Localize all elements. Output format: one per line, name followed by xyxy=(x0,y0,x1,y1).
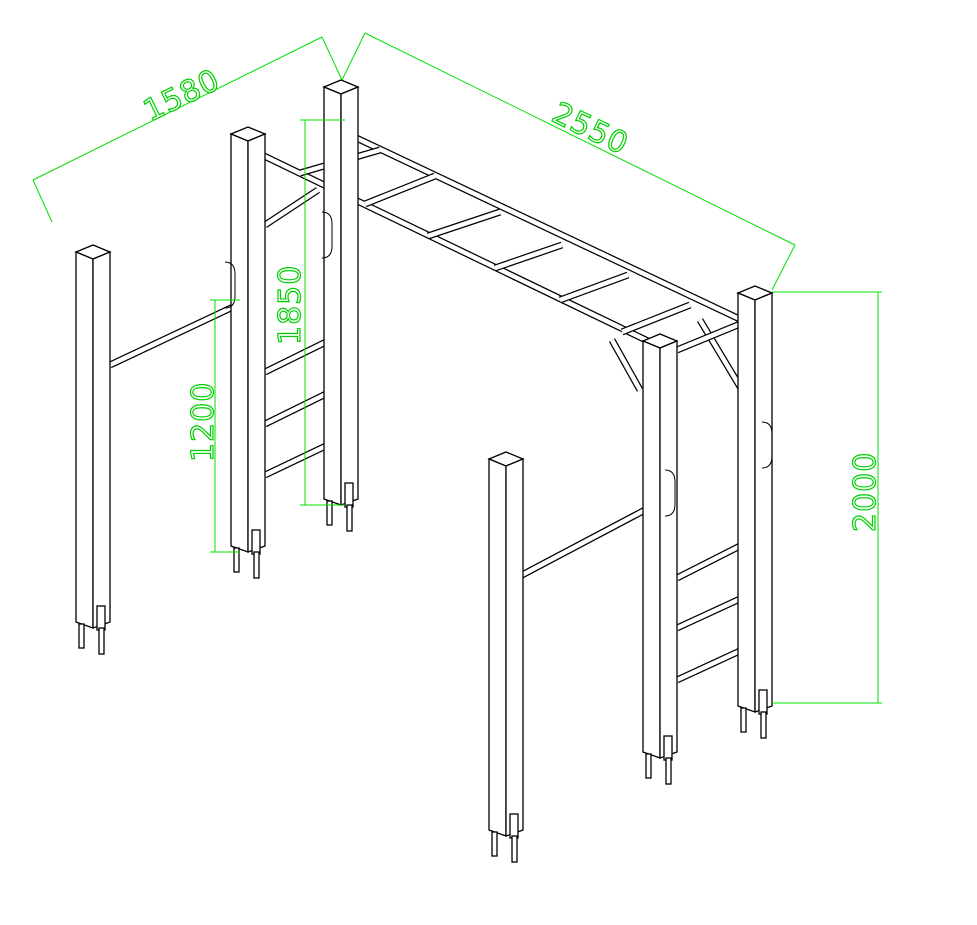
post-2 xyxy=(229,126,267,579)
anchor-leg xyxy=(253,551,260,579)
side-ladder-rung-fill xyxy=(676,647,743,683)
post-face-right xyxy=(247,133,266,553)
anchor-leg xyxy=(346,504,353,532)
grab-handle xyxy=(664,469,676,517)
grab-handle xyxy=(224,261,236,309)
anchor-plate xyxy=(344,482,354,508)
post-face-right xyxy=(659,340,678,759)
side-ladder-rung-fill xyxy=(264,337,331,375)
dim-line-depth xyxy=(32,36,323,181)
grab-handle xyxy=(761,421,773,469)
anchor-leg xyxy=(326,500,333,526)
post-face-left xyxy=(230,133,249,553)
ladder-rung-fill xyxy=(494,242,563,271)
dim-label-ladder-height: 1850 xyxy=(273,265,308,345)
post-face-left xyxy=(75,251,94,629)
anchor-leg xyxy=(740,707,747,733)
post-face-right xyxy=(754,292,773,713)
anchor-leg xyxy=(98,627,105,655)
brace-fill xyxy=(263,188,320,227)
side-ladder-rung-fill xyxy=(676,595,743,631)
brace-fill xyxy=(610,338,642,392)
anchor-leg xyxy=(645,753,652,779)
post-3 xyxy=(322,79,360,532)
post-1 xyxy=(74,244,112,655)
post-6 xyxy=(736,285,774,739)
side-ladder-rung-fill xyxy=(675,542,744,581)
dim-ext xyxy=(32,179,53,223)
anchor-plate xyxy=(509,813,519,839)
post-4 xyxy=(487,451,525,863)
post-face-right xyxy=(92,251,111,629)
anchor-leg xyxy=(233,547,240,573)
anchor-leg xyxy=(511,835,518,863)
pullup-bar-right-fill xyxy=(520,508,647,577)
anchor-leg xyxy=(491,831,498,857)
ladder-rung-fill xyxy=(427,209,501,239)
ladder-rung-fill xyxy=(559,272,629,303)
dim-label-length: 2550 xyxy=(546,96,634,163)
dim-line-length xyxy=(364,32,796,246)
post-5 xyxy=(641,333,679,785)
pullup-bar-left-fill xyxy=(109,304,234,368)
anchor-plate xyxy=(663,735,673,761)
dim-label-total-height: 2000 xyxy=(848,452,883,532)
post-face-left xyxy=(737,292,756,713)
side-ladder-rung-fill xyxy=(264,389,331,427)
dim-ext xyxy=(321,36,343,81)
post-face-left xyxy=(642,340,661,759)
post-face-left xyxy=(488,458,507,837)
post-face-right xyxy=(505,458,524,837)
ladder-rung-fill xyxy=(621,302,691,335)
ladder-rail-back-fill xyxy=(332,124,747,325)
dim-label-bar-height: 1200 xyxy=(186,382,221,462)
post-face-right xyxy=(340,86,359,506)
dim-ext xyxy=(771,244,796,291)
anchor-leg xyxy=(760,711,767,739)
dimension-lines xyxy=(32,32,882,704)
side-ladder-rung-fill xyxy=(264,441,331,478)
ladder-rung-fill xyxy=(364,173,436,207)
anchor-leg xyxy=(78,623,85,649)
anchor-leg xyxy=(665,757,672,785)
anchor-plate xyxy=(758,689,768,715)
dim-label-depth: 1580 xyxy=(138,63,226,130)
post-face-left xyxy=(323,86,342,506)
grab-handle xyxy=(321,211,333,259)
posts-group xyxy=(74,79,774,863)
anchor-plate xyxy=(96,605,106,631)
top-crossbar-fill xyxy=(676,319,746,353)
dim-ext xyxy=(341,32,366,81)
anchor-plate xyxy=(251,529,261,555)
